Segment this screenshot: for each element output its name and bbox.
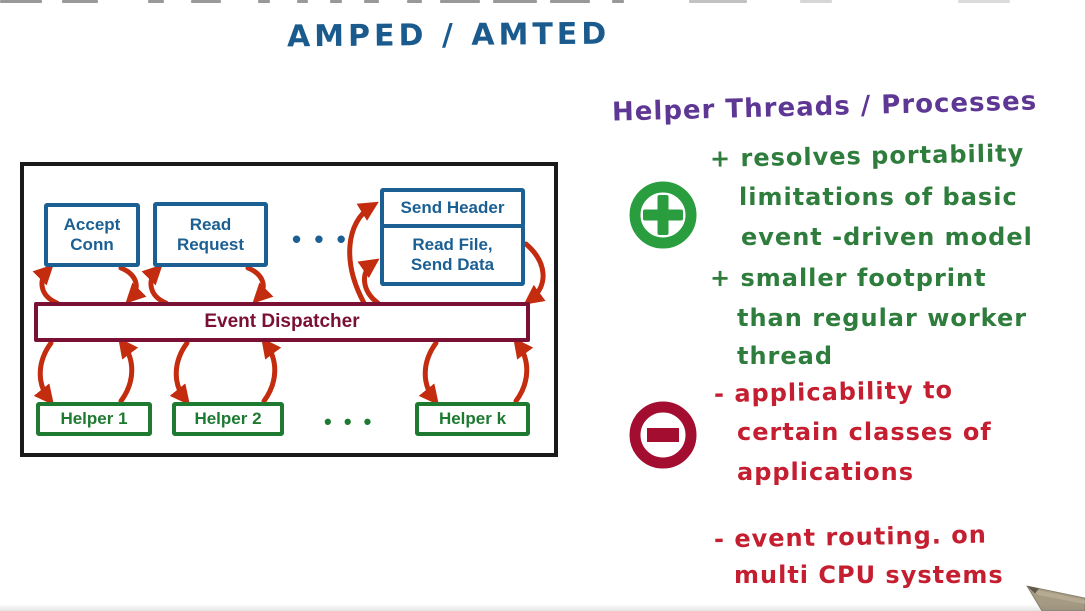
minus-circle-icon [629,401,697,469]
arrow-dispatcher-to-send-header [347,201,379,306]
con-line: multi CPU systems [734,561,1004,589]
box-read-file-send-data: Read File, Send Data [380,224,525,286]
con-line: - applicability to [713,375,954,409]
arrow-dispatcher-to-accept [32,264,60,306]
top-edge-artifact [0,0,42,3]
box-event-dispatcher: Event Dispatcher [34,302,530,342]
arrow-helper-2-to-dispatcher [261,337,282,404]
arrow-accept-to-dispatcher [118,265,147,304]
box-read-request: Read Request [153,202,268,267]
amped-architecture-diagram: Accept Conn Read Request • • • Send Head… [20,162,558,457]
con-line: certain classes of [737,418,992,446]
box-send-header: Send Header [380,188,525,228]
top-edge-artifact [297,0,308,3]
top-edge-artifact [62,0,98,3]
arrow-helper-1-to-dispatcher [118,337,139,404]
top-edge-artifact [148,0,164,3]
top-edge-artifact [493,0,537,3]
arrow-dispatcher-to-read-request [141,264,169,306]
page-title: AMPED / AMTED [286,16,611,55]
pro-line: + resolves portability [709,139,1025,173]
send-stack: Send Header Read File, Send Data [380,188,525,286]
notes-heading: Helper Threads / Processes [611,86,1038,128]
arrow-dispatcher-to-helper-1 [33,340,54,406]
box-helper-2: Helper 2 [172,402,284,436]
arrow-helper-k-to-dispatcher [513,337,534,404]
top-edge-artifact [800,0,832,3]
box-accept-conn: Accept Conn [44,203,140,267]
top-edge-artifact [612,0,624,3]
pro-line: thread [737,342,834,370]
pro-line: event -driven model [741,223,1033,251]
top-edge-artifact [689,0,747,3]
ellipsis-top-row: • • • [292,224,349,254]
top-edge-artifact [958,0,1010,3]
arrow-send-stack-to-dispatcher [523,241,546,305]
flow-arrow-layer [32,201,546,406]
plus-circle-icon [629,181,697,249]
top-edge-artifact [550,0,590,3]
top-edge-artifact [258,0,270,3]
arrow-dispatcher-to-read-file [357,258,381,306]
box-helper-k: Helper k [415,402,530,436]
box-helper-1: Helper 1 [36,402,152,436]
con-line: applications [737,458,914,486]
top-edge-artifact [191,0,221,3]
top-edge-artifact [330,0,342,3]
top-edge-artifact [407,0,422,3]
pro-line: + smaller footprint [710,264,987,292]
arrow-dispatcher-to-helper-2 [169,340,190,406]
top-edge-artifact [364,0,379,3]
bottom-edge-shadow [0,604,1085,611]
pen-cursor [1026,585,1085,611]
arrow-read-request-to-dispatcher [245,265,274,304]
top-edge-artifact [440,0,480,3]
ellipsis-helper-row: • • • [324,409,375,434]
arrow-dispatcher-to-helper-k [418,340,439,406]
pro-line: than regular worker [737,304,1028,332]
con-line: - event routing. on [713,520,988,554]
pro-line: limitations of basic [739,183,1018,211]
